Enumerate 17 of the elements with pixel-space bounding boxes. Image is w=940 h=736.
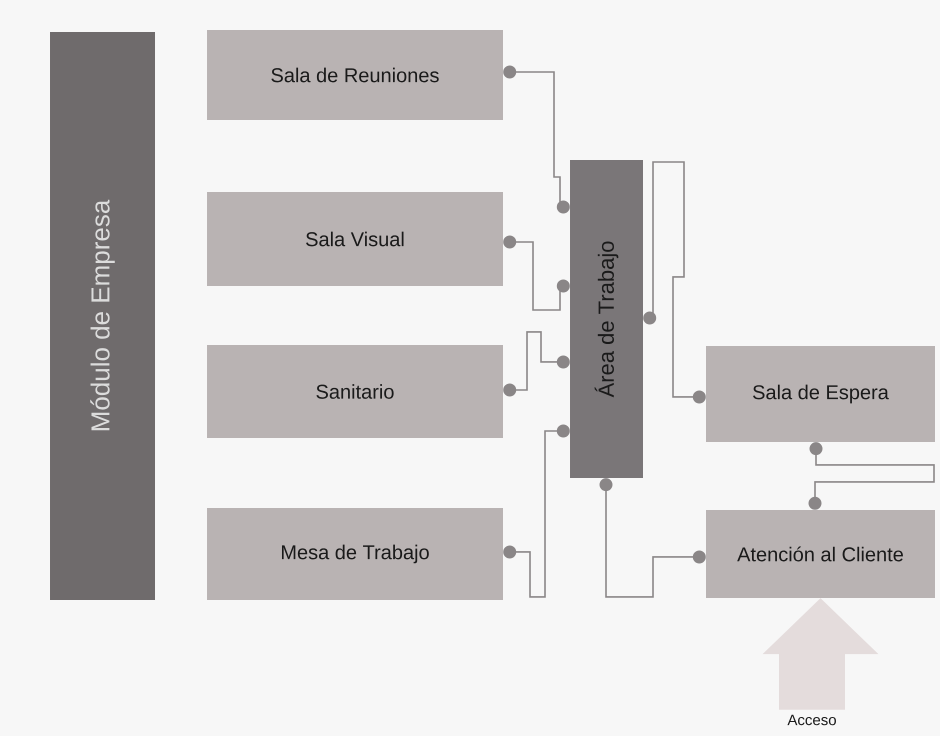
room-box: Atención al Cliente <box>706 510 935 598</box>
work-area-bar: Área de Trabajo <box>570 160 643 478</box>
connector <box>503 66 570 214</box>
connector <box>643 161 706 404</box>
connector <box>600 478 706 598</box>
room-box: Sanitario <box>207 345 503 438</box>
access-label: Acceso <box>787 714 836 726</box>
module-bar: Módulo de Empresa <box>50 32 155 600</box>
connector <box>503 331 570 396</box>
room-box: Sala Visual <box>207 192 503 286</box>
connector <box>503 235 570 311</box>
room-box: Mesa de Trabajo <box>207 508 503 600</box>
connector <box>503 424 570 598</box>
connector <box>808 442 935 510</box>
room-box: Sala de Espera <box>706 346 935 442</box>
room-box: Sala de Reuniones <box>207 30 503 120</box>
access-arrow <box>762 598 878 710</box>
